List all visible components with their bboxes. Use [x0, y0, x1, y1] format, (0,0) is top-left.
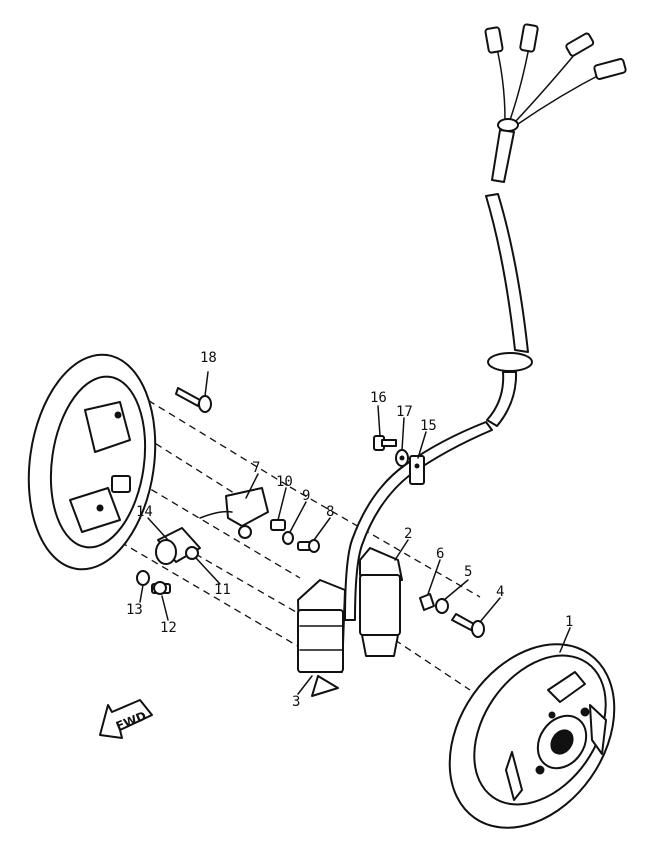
label-part-11: 11 — [214, 582, 231, 598]
label-part-2: 2 — [404, 526, 412, 542]
part-14-condenser — [155, 527, 201, 565]
part-1-flywheel — [448, 643, 616, 829]
label-part-8: 8 — [326, 504, 334, 520]
label-part-3: 3 — [292, 694, 300, 710]
part-number-labels: 1 2 3 4 5 6 7 8 9 10 11 12 13 14 15 16 1… — [126, 350, 573, 710]
wire-harness — [344, 23, 627, 621]
part-9-washer — [282, 531, 294, 545]
part-4-bolt — [451, 613, 485, 638]
part-15-clamp — [409, 455, 425, 485]
label-part-6: 6 — [436, 546, 444, 562]
part-13-washer — [136, 570, 150, 586]
part-5-washer — [435, 598, 449, 614]
label-part-18: 18 — [200, 350, 217, 366]
part-2-coil — [359, 547, 403, 657]
part-17-washer — [395, 449, 409, 467]
label-part-16: 16 — [370, 390, 387, 406]
part-16-screw — [373, 435, 397, 451]
label-part-9: 9 — [302, 488, 310, 504]
label-part-4: 4 — [496, 584, 504, 600]
label-part-12: 12 — [160, 620, 177, 636]
label-part-10: 10 — [276, 474, 293, 490]
label-part-17: 17 — [396, 404, 413, 420]
stator-plate — [27, 353, 157, 571]
part-12-screw — [151, 581, 171, 595]
part-8-screw — [297, 539, 320, 553]
label-part-1: 1 — [565, 614, 573, 630]
part-6-lock-washer — [419, 593, 435, 611]
label-part-5: 5 — [464, 564, 472, 580]
label-part-7: 7 — [252, 460, 260, 476]
part-10-screw — [270, 519, 286, 531]
label-part-14: 14 — [136, 504, 153, 520]
fwd-arrow: FWD — [99, 699, 153, 739]
label-part-15: 15 — [420, 418, 437, 434]
leader-lines — [139, 371, 571, 695]
part-7-contact-breaker — [199, 487, 269, 539]
label-part-13: 13 — [126, 602, 143, 618]
part-18-bolt — [175, 387, 212, 413]
part-3-coil — [297, 579, 346, 697]
